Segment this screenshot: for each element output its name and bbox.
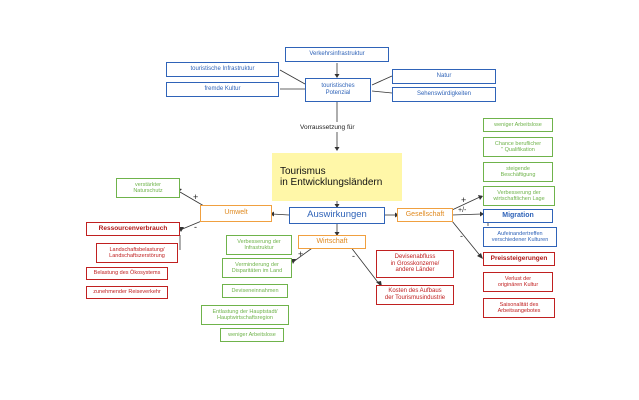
wirtschaft-plus-sign: + xyxy=(298,249,304,259)
gesellschaft-migration: Migration xyxy=(483,209,553,223)
umwelt-node: Umwelt xyxy=(200,205,272,222)
factor-sehenswuerdigkeiten: Sehenswürdigkeiten xyxy=(392,87,496,102)
factor-fremde-kultur: fremde Kultur xyxy=(166,82,279,97)
umwelt-minus-sign: - xyxy=(194,222,197,232)
umwelt-pos-1: verstärkter Naturschutz xyxy=(116,178,180,198)
gesellschaft-preissteigerungen: Preissteigerungen xyxy=(483,252,555,266)
wirtschaft-pos-5: weniger Arbeitslose xyxy=(220,328,284,342)
prerequisite-label: Vorraussetzung für xyxy=(300,124,355,131)
gesellschaft-node: Gesellschaft xyxy=(397,208,453,222)
main-title: Tourismus in Entwicklungsländern xyxy=(272,153,402,201)
gesellschaft-pos-4: Verbesserung der wirtschaftlichen Lage xyxy=(483,186,555,206)
auswirkungen-node: Auswirkungen xyxy=(289,207,385,224)
gesellschaft-plus-minus-sign: +/- xyxy=(458,207,467,214)
factor-verkehrsinfrastruktur: Verkehrsinfrastruktur xyxy=(285,47,389,62)
gesellschaft-minus-sign: - xyxy=(460,231,463,241)
wirtschaft-pos-2: Verminderung der Disparitäten im Land xyxy=(222,258,292,278)
umwelt-neg-1: Landschaftsbelastung/ Landschaftszerstör… xyxy=(96,243,178,263)
gesellschaft-pos-2: Chance beruflicher " Qualifikation xyxy=(483,137,553,157)
wirtschaft-minus-sign: - xyxy=(352,251,355,261)
gesellschaft-pos-3: steigende Beschäftigung xyxy=(483,162,553,182)
wirtschaft-pos-1: Verbesserung der Infrastruktur xyxy=(226,235,292,255)
wirtschaft-pos-3: Deviseneinnahmen xyxy=(222,284,288,298)
wirtschaft-neg-2: Kosten des Aufbaus der Tourismusindustri… xyxy=(376,285,454,305)
umwelt-ressourcenverbrauch: Ressourcenverbrauch xyxy=(86,222,180,236)
title-line2: in Entwicklungsländern xyxy=(280,177,383,188)
gesellschaft-neutral-1: Aufeinandertreffen verschiedener Kulture… xyxy=(483,227,557,247)
touristisches-potenzial: touristisches Potenzial xyxy=(305,78,371,102)
gesellschaft-plus-sign: + xyxy=(461,195,467,205)
factor-touristische-infrastruktur: touristische Infrastruktur xyxy=(166,62,279,77)
wirtschaft-node: Wirtschaft xyxy=(298,235,366,249)
wirtschaft-neg-1: Devisenabfluss in Grosskonzerne/ andere … xyxy=(376,250,454,278)
gesellschaft-pos-1: weniger Arbeitslose xyxy=(483,118,553,132)
gesellschaft-neg-1: Verlust der originären Kultur xyxy=(483,272,553,292)
wirtschaft-pos-4: Entlastung der Hauptstadt/ Hauptwirtscha… xyxy=(201,305,289,325)
gesellschaft-neg-2: Saisonalität des Arbeitsangebotes xyxy=(483,298,555,318)
umwelt-neg-2: Belastung des Ökosystems xyxy=(86,267,168,280)
umwelt-neg-3: zunehmender Reiseverkehr xyxy=(86,286,168,299)
umwelt-plus-sign: + xyxy=(193,192,199,202)
factor-natur: Natur xyxy=(392,69,496,84)
title-line1: Tourismus xyxy=(280,165,326,177)
